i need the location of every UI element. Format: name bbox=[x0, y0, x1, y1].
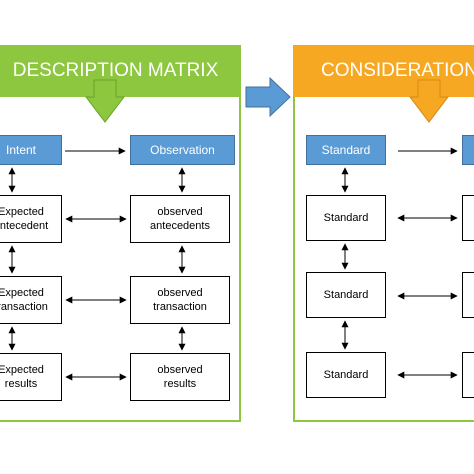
observed-transaction-box: observed transaction bbox=[130, 276, 230, 324]
standard-box-3: Standard bbox=[306, 352, 386, 398]
observation-box: Observation bbox=[130, 135, 235, 165]
consideration-header: CONSIDERATION bbox=[293, 45, 474, 97]
observed-antecedents-box: observed antecedents bbox=[130, 195, 230, 243]
intent-box: Intent bbox=[0, 135, 62, 165]
standard-box-1: Standard bbox=[306, 195, 386, 241]
standard-box-2: Standard bbox=[306, 272, 386, 318]
observed-results-box: observed results bbox=[130, 353, 230, 401]
expected-transaction-box: Expected transaction bbox=[0, 276, 62, 324]
judgement-box-partial-2 bbox=[462, 272, 474, 318]
standard-header-box: Standard bbox=[306, 135, 386, 165]
panel-transition-arrow bbox=[245, 76, 291, 118]
description-matrix-header: DESCRIPTION MATRIX bbox=[0, 45, 241, 97]
expected-results-box: Expected results bbox=[0, 353, 62, 401]
consideration-title: CONSIDERATION bbox=[321, 60, 474, 81]
judgement-box-partial-3 bbox=[462, 352, 474, 398]
expected-antecedent-box: Expected antecedent bbox=[0, 195, 62, 243]
judgement-header-box-partial bbox=[462, 135, 474, 165]
description-matrix-title: DESCRIPTION MATRIX bbox=[12, 60, 219, 81]
judgement-box-partial-1 bbox=[462, 195, 474, 241]
